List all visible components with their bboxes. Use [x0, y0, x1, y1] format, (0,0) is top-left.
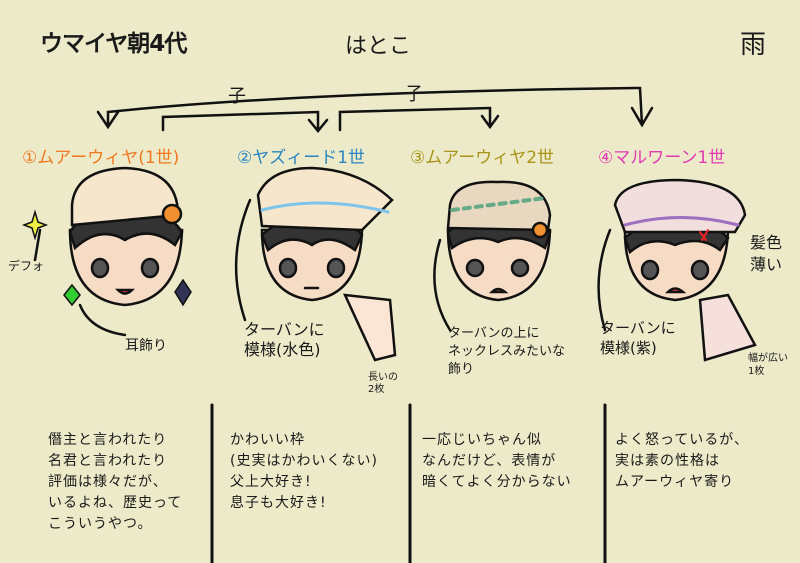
description-4: よく怒っているが、 実は素の性格は ムアーウィヤ寄り: [615, 432, 750, 490]
description-3: 一応じいちゃん似 なんだけど、表情が 暗くてよく分からない: [422, 432, 572, 490]
ruler-name-1: ①ムアーウィヤ(1世): [22, 148, 180, 168]
child-bracket-2: [338, 106, 500, 132]
portrait-3: [433, 180, 552, 332]
note-necklace-ornament: ターバンの上に ネックレスみたいな 飾り: [448, 326, 566, 377]
hatoko-bracket: [106, 86, 644, 127]
description-2: かわいい枠 (史実はかわいくない) 父上大好き! 息子も大好き!: [230, 432, 378, 511]
note-turban-pattern-lightblue: ターバンに 模様(水色): [244, 320, 325, 359]
ruler-name-3: ③ムアーウィヤ2世: [410, 148, 555, 168]
note-turban-pattern-purple: ターバンに 模様(紫): [600, 319, 676, 357]
relation-label-child-2: 子: [405, 84, 423, 105]
arrow-head: [96, 106, 654, 130]
child-bracket-1: [161, 110, 329, 133]
note-light-hair: 髪色 薄い: [750, 233, 783, 274]
ruler-name-4: ④マルワーン1世: [598, 148, 726, 168]
relation-label-child-1: 子: [228, 86, 246, 107]
description-1: 僭主と言われたり 名君と言われたり 評価は様々だが、 いるよね、歴史って こうい…: [48, 432, 183, 532]
ruler-name-2: ②ヤズィード1世: [237, 148, 366, 168]
note-earring: 耳飾り: [125, 338, 167, 354]
sparkle-icon: [21, 209, 49, 241]
note-default: デフォ: [8, 259, 45, 273]
relation-label-hatoko: はとこ: [345, 34, 412, 59]
note-one-wide: 幅が広い 1枚: [748, 353, 788, 377]
page-title: ウマイヤ朝4代: [40, 31, 187, 57]
artist-signature: 雨: [740, 30, 767, 60]
divider: [210, 403, 607, 563]
portrait-4: [597, 178, 757, 362]
note-two-long: 長いの 2枚: [368, 372, 398, 395]
portrait-2: [234, 166, 397, 362]
portrait-1: [33, 166, 192, 337]
